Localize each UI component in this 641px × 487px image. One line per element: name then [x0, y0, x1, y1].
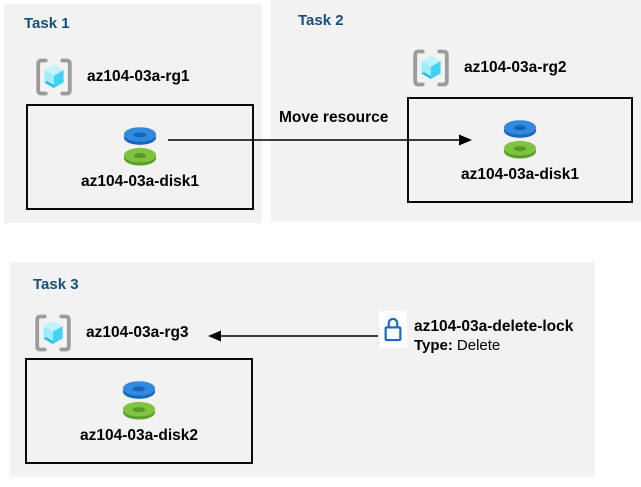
- lock-icon: [379, 311, 407, 348]
- lock-name: az104-03a-delete-lock: [414, 318, 574, 335]
- lock-type-label: Type:: [414, 337, 453, 355]
- resource-group-icon: [409, 46, 453, 90]
- task-3-panel: Task 3 az104-03a-rg3: [10, 262, 595, 477]
- lock-text: az104-03a-delete-lock Type:Delete: [414, 317, 573, 356]
- task-2-resource-box: az104-03a-disk1: [407, 97, 633, 203]
- resource-group-label: az104-03a-rg2: [464, 59, 567, 76]
- resource-group-label: az104-03a-rg1: [87, 68, 190, 85]
- task-3-resource-group-row: az104-03a-rg3: [31, 311, 189, 355]
- task-1-title: Task 1: [24, 15, 70, 32]
- task-1-panel: Task 1 az104-03a-rg1: [4, 4, 262, 223]
- lock-type-value: Delete: [456, 337, 501, 355]
- task-1-resource-box: az104-03a-disk1: [26, 104, 254, 210]
- resource-group-icon: [31, 311, 75, 355]
- task-3-resource-box: az104-03a-disk2: [25, 358, 253, 464]
- task-2-panel: Task 2 az104-03a-rg2: [271, 0, 641, 222]
- disk-icon: [116, 378, 162, 422]
- disk-icon: [117, 124, 163, 168]
- lock-type: Type:Delete: [414, 336, 573, 356]
- task-3-title: Task 3: [33, 276, 79, 293]
- disk-icon: [497, 117, 543, 161]
- resource-group-label: az104-03a-rg3: [86, 324, 189, 341]
- disk-label: az104-03a-disk1: [80, 172, 200, 190]
- task-2-title: Task 2: [298, 12, 344, 29]
- disk-label: az104-03a-disk1: [460, 165, 580, 183]
- task-1-resource-group-row: az104-03a-rg1: [32, 55, 190, 99]
- resource-group-icon: [32, 55, 76, 99]
- disk-label: az104-03a-disk2: [79, 426, 199, 444]
- move-resource-label: Move resource: [279, 109, 389, 126]
- delete-lock-block: az104-03a-delete-lock Type:Delete: [379, 311, 573, 356]
- task-2-resource-group-row: az104-03a-rg2: [409, 46, 567, 90]
